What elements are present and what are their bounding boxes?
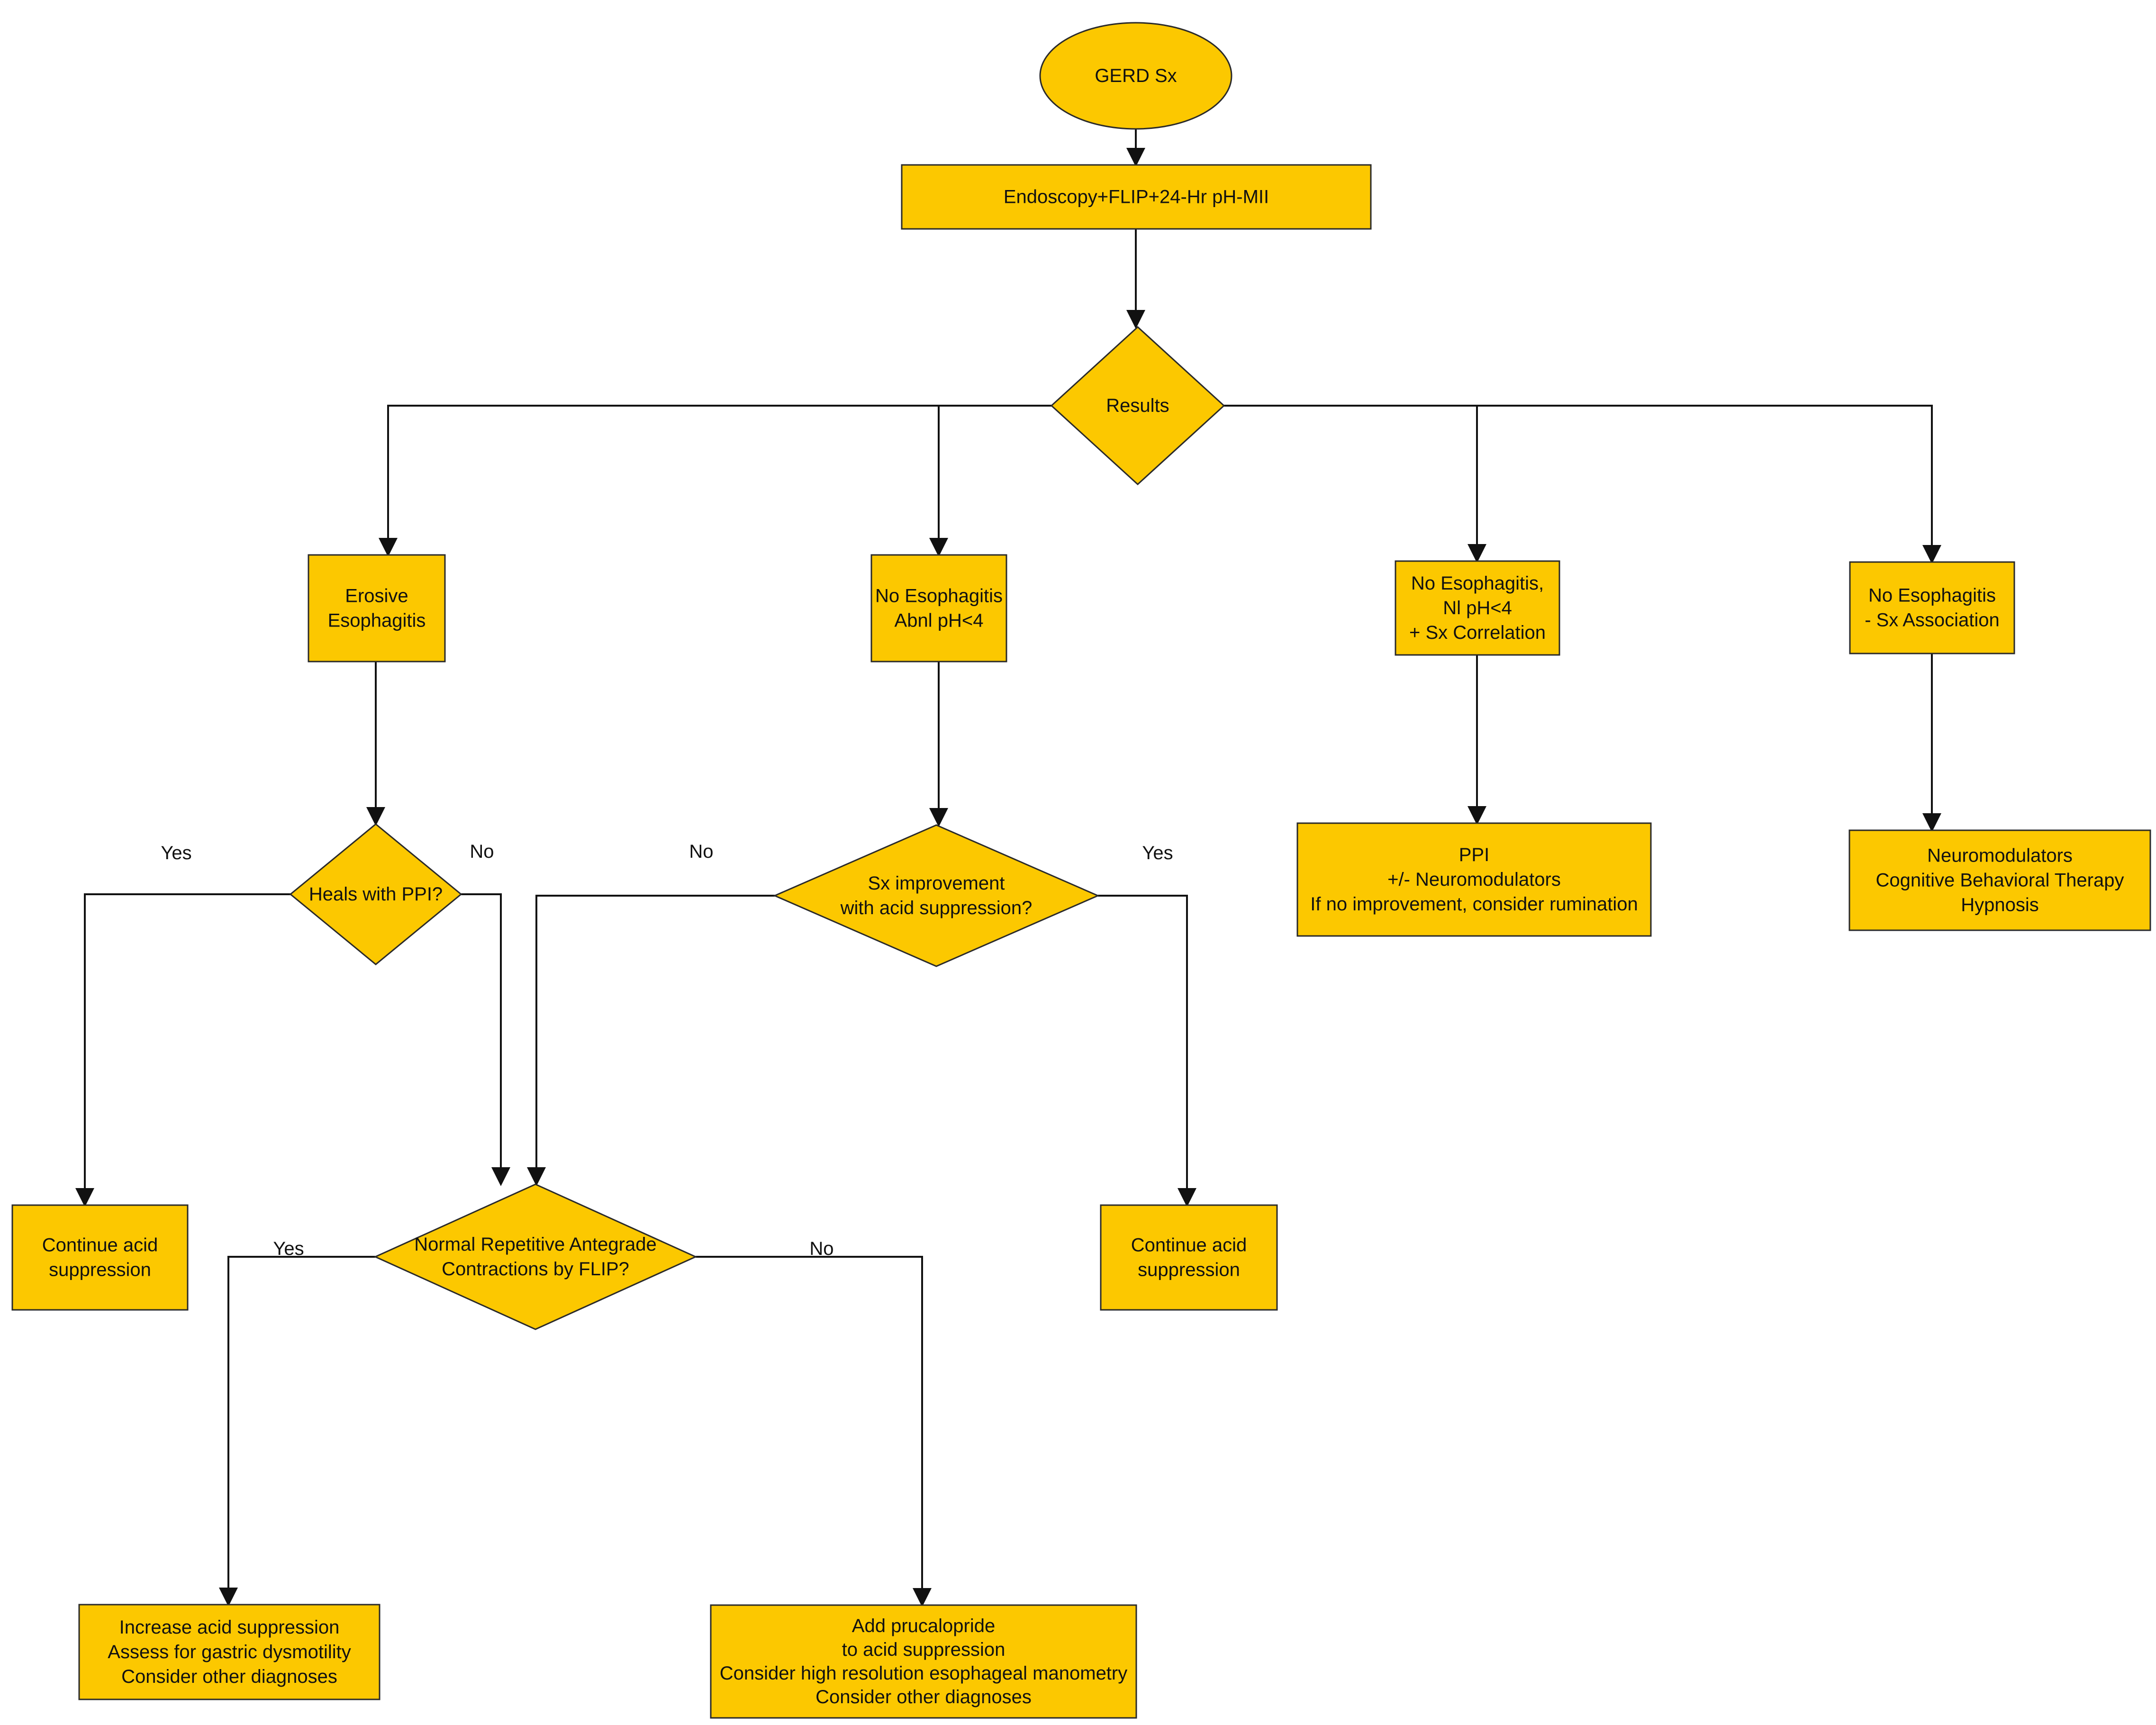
node-text-line: No Esophagitis	[1868, 585, 1996, 606]
edge-results-to-nl-ph	[1224, 405, 1941, 564]
edge-flip-no	[696, 1256, 932, 1607]
process-box	[710, 1604, 1137, 1719]
node-text-line: Consider high resolution esophageal mano…	[720, 1663, 1128, 1684]
process-box	[78, 1604, 380, 1700]
edge-label-improve-yes: Yes	[1142, 843, 1173, 863]
edge-improve-yes	[1098, 895, 1196, 1207]
node-text-line: PPI	[1459, 844, 1489, 865]
node-text-line: Nl pH<4	[1443, 598, 1512, 618]
node-no-assoc: No Esophagitis - Sx Association	[1849, 561, 2015, 654]
node-text-line: + Sx Correlation	[1409, 622, 1546, 643]
node-prucalopride: Add prucalopride to acid suppressionConsi…	[710, 1604, 1137, 1719]
node-text-line: Endoscopy+FLIP+24-Hr pH-MII	[1004, 187, 1269, 208]
process-box	[1849, 561, 2015, 654]
decision-diamond	[1050, 326, 1225, 486]
node-text-line: to acid suppression	[842, 1639, 1006, 1660]
process-box	[870, 554, 1007, 663]
node-continue-right: Continue acid suppression	[1100, 1204, 1278, 1311]
start-ellipse	[1039, 22, 1232, 130]
node-text-line: No Esophagitis	[875, 586, 1003, 607]
process-box	[1395, 560, 1560, 656]
node-text-line: - Sx Association	[1865, 610, 2000, 631]
node-text-line: Esophagitis	[328, 610, 426, 631]
decision-diamond	[373, 1183, 698, 1330]
process-box	[1100, 1204, 1278, 1311]
edge-improve-no	[527, 895, 775, 1186]
node-text-line: Results	[1106, 395, 1169, 416]
node-text-line: Consider other diagnoses	[121, 1666, 337, 1687]
process-box	[901, 164, 1372, 230]
node-text-line: No Esophagitis,	[1411, 573, 1544, 594]
node-text-line: If no improvement, consider rumination	[1310, 894, 1638, 915]
decision-diamond	[289, 823, 462, 965]
edge-flip-yes	[219, 1256, 375, 1607]
node-text-line: Contractions by FLIP?	[442, 1259, 629, 1280]
node-sx-improve: Sx improvement with acid suppression?	[773, 824, 1100, 967]
node-results: Results	[1050, 326, 1225, 486]
edge-label-flip-no: No	[809, 1238, 833, 1259]
node-text-line: GERD Sx	[1095, 65, 1177, 86]
edge-heals-yes	[75, 893, 290, 1207]
node-ppi-neuro: PPI +/- Neuromodulators If no improvement,…	[1296, 822, 1652, 937]
node-text-line: Normal Repetitive Antegrade	[414, 1234, 656, 1255]
node-layer: GERD Sx Endoscopy+FLIP+24-Hr pH-MII Result…	[11, 22, 2151, 1719]
node-text-line: with acid suppression?	[840, 898, 1033, 918]
node-text-line: Heals with PPI?	[309, 884, 443, 905]
edge-label-heals-yes: Yes	[161, 843, 191, 863]
edge-results-to-erosive	[379, 405, 1051, 557]
process-box	[308, 554, 446, 663]
node-text-line: Neuromodulators	[1927, 845, 2073, 866]
node-nl-ph-corr: No Esophagitis, Nl pH<4 + Sx Correlation	[1395, 560, 1560, 656]
node-text-line: Continue acid	[1131, 1235, 1247, 1256]
process-box	[1296, 822, 1652, 937]
node-continue-left: Continue acid suppression	[11, 1204, 189, 1311]
node-text-line: Consider other diagnoses	[815, 1687, 1032, 1707]
node-text-line: Sx improvement	[868, 873, 1005, 894]
node-heals-ppi: Heals with PPI?	[289, 823, 462, 965]
node-text-line: Continue acid	[42, 1235, 158, 1256]
node-text-line: Increase acid suppression	[119, 1617, 340, 1638]
node-text-line: Cognitive Behavioral Therapy	[1875, 870, 2124, 891]
node-text-line: Assess for gastric dysmotility	[108, 1642, 351, 1662]
edge-heals-no	[461, 893, 510, 1186]
node-text-line: Add prucalopride	[852, 1616, 995, 1636]
edge-label-flip-yes: Yes	[273, 1238, 304, 1259]
decision-diamond	[773, 824, 1100, 967]
node-text-line: suppression	[49, 1260, 151, 1280]
process-box	[1848, 829, 2151, 931]
node-flip-rac: Normal Repetitive AntegradeContractions …	[373, 1183, 698, 1330]
node-tests: Endoscopy+FLIP+24-Hr pH-MII	[901, 164, 1372, 230]
node-text-line: Erosive	[345, 586, 408, 607]
process-box	[11, 1204, 189, 1311]
node-text-line: Hypnosis	[1961, 895, 2039, 916]
edge-label-improve-no: No	[689, 841, 713, 862]
node-text-line: Abnl pH<4	[895, 610, 984, 631]
node-text-line: suppression	[1138, 1260, 1240, 1280]
node-start: GERD Sx	[1039, 22, 1232, 130]
edge-label-heals-no: No	[470, 841, 494, 862]
connector-layer	[75, 129, 1941, 1607]
node-text-line: +/- Neuromodulators	[1387, 869, 1561, 890]
